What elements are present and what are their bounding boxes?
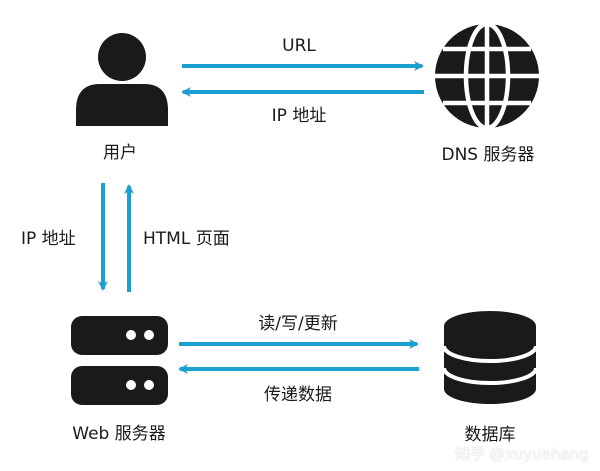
node-label-db: 数据库 xyxy=(464,425,516,445)
edge-label-ip-web: IP 地址 xyxy=(21,229,76,249)
edge-label-ip-dns: IP 地址 xyxy=(271,106,327,126)
edge-label-html: HTML 页面 xyxy=(143,229,230,249)
server-icon xyxy=(71,316,168,405)
node-label-dns: DNS 服务器 xyxy=(441,145,535,165)
edge-label-rw: 读/写/更新 xyxy=(258,314,338,334)
node-label-user: 用户 xyxy=(103,143,137,163)
edge-label-url: URL xyxy=(282,36,316,56)
edge-label-data: 传递数据 xyxy=(264,385,332,405)
node-label-web: Web 服务器 xyxy=(72,424,166,444)
user-icon xyxy=(76,33,168,126)
globe-icon xyxy=(435,21,539,131)
watermark: 知乎 @xuyuehang xyxy=(455,445,589,463)
database-icon xyxy=(442,311,538,404)
